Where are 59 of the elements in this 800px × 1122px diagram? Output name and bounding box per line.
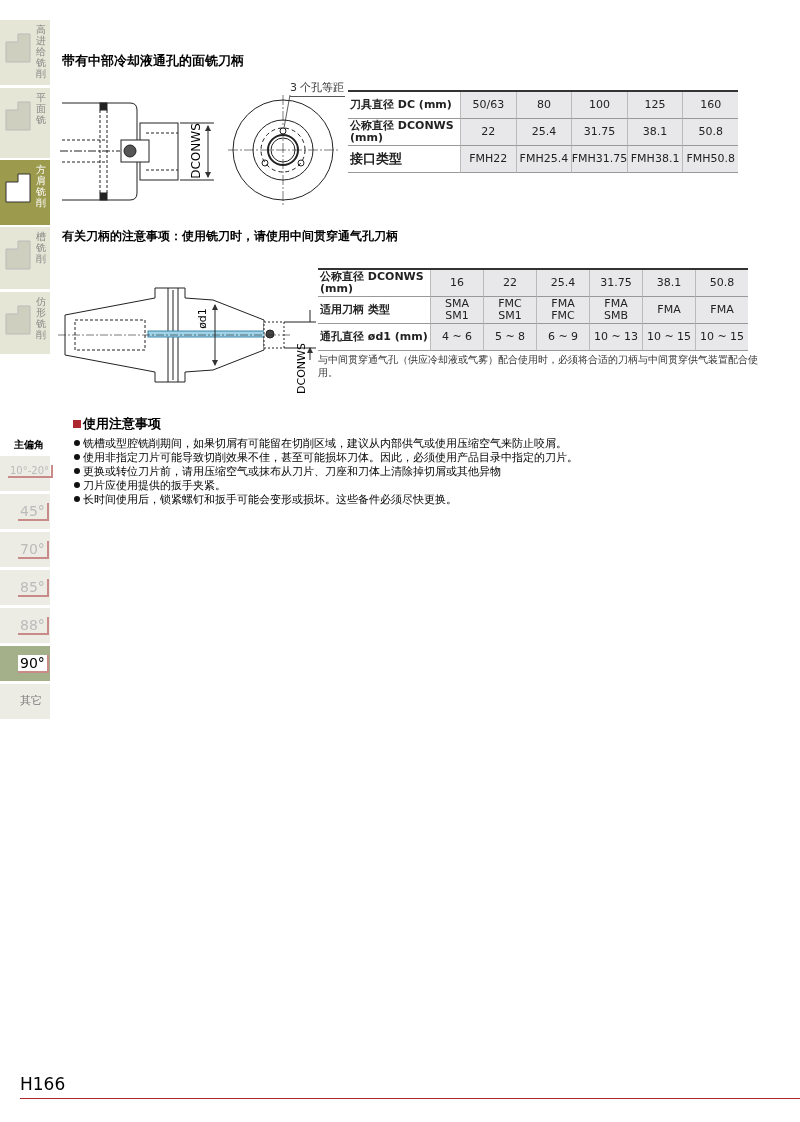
side-tab-label: 仿形铣削 <box>36 296 47 340</box>
table-cell: 160 <box>682 92 738 119</box>
table-cell: FMH50.8 <box>682 146 738 173</box>
table-cell: 50/63 <box>460 92 516 119</box>
page-number: H166 <box>20 1074 66 1094</box>
table-cell: FMC SM1 <box>483 297 536 324</box>
angle-tab-label: 其它 <box>19 693 43 708</box>
angle-tab-label: 90° <box>18 655 49 673</box>
section-heading: 使用注意事项 <box>83 415 161 433</box>
table-cell: 25.4 <box>515 119 572 146</box>
table-cell: FMH22 <box>460 146 516 173</box>
side-tab-label: 平面铣 <box>36 92 47 125</box>
table-cell: 5 ~ 8 <box>483 324 536 351</box>
side-tab-label: 高进给铣削 <box>36 24 47 79</box>
list-item: 长时间使用后，锁紧螺钉和扳手可能会变形或损坏。这些备件必须尽快更换。 <box>83 492 457 506</box>
dimension-label: ød1 <box>195 308 209 329</box>
table-cell: 25.4 <box>536 270 589 297</box>
table-cell: 38.1 <box>626 119 683 146</box>
table-cell: FMA SMB <box>589 297 642 324</box>
table-cell: 10 ~ 13 <box>589 324 642 351</box>
table-cell: 80 <box>515 92 572 119</box>
table-cell: 38.1 <box>642 270 695 297</box>
dimension-label: DCONWS <box>294 343 308 394</box>
table-cell: 50.8 <box>682 119 738 146</box>
table-cell: 31.75 <box>589 270 642 297</box>
table-cell: 10 ~ 15 <box>695 324 748 351</box>
section-title: 带有中部冷却液通孔的面铣刀柄 <box>62 52 244 70</box>
mounting-hole <box>279 127 287 135</box>
table-cell: 4 ~ 6 <box>430 324 483 351</box>
list-item: 使用非指定刀片可能导致切削效果不佳，甚至可能损坏刀体。因此，必须使用产品目录中指定的刀片。 <box>83 450 578 464</box>
note-text: 与中间贯穿通气孔（供应冷却液或气雾）配合使用时，必须将合适的刀柄与中间贯穿供气装置配合使用。 <box>318 353 758 379</box>
table-cell: 6 ~ 9 <box>536 324 589 351</box>
leader-line <box>283 94 291 129</box>
callout-text: 3 个孔等距 <box>290 80 345 97</box>
table-cell: 16 <box>430 270 483 297</box>
row-header: 公称直径 DCONWS (mm) <box>348 119 460 146</box>
table-cell: 22 <box>483 270 536 297</box>
table-cell: 50.8 <box>695 270 748 297</box>
sidebar-heading: 主偏角 <box>14 438 44 452</box>
table-cell: 125 <box>626 92 683 119</box>
table-cell: 31.75 <box>571 119 627 146</box>
table-cell: FMA FMC <box>536 297 589 324</box>
section-title: 有关刀柄的注意事项：使用铣刀时，请使用中间贯穿通气孔刀柄 <box>62 228 398 245</box>
table-cell: 22 <box>460 119 516 146</box>
list-item: 更换或转位刀片前，请用压缩空气或抹布从刀片、刀座和刀体上清除掉切屑或其他异物 <box>83 464 501 478</box>
table-cell: 100 <box>571 92 627 119</box>
list-item: 铣槽或型腔铣削期间，如果切屑有可能留在切削区域，建议从内部供气或使用压缩空气来防止咬屑。 <box>83 436 567 450</box>
table-cell: SMA SM1 <box>430 297 483 324</box>
row-header: 公称直径 DCONWS (mm) <box>318 270 430 297</box>
table-cell: 10 ~ 15 <box>642 324 695 351</box>
table-cell: FMH31.75 <box>571 146 627 173</box>
dimension-label: DCONWS <box>188 123 203 179</box>
table-cell: FMA <box>695 297 748 324</box>
side-tab-label: 槽铣削 <box>36 231 47 264</box>
side-tab-label: 方肩铣削 <box>36 164 47 208</box>
table-cell: FMH38.1 <box>626 146 683 173</box>
table-cell: FMA <box>642 297 695 324</box>
table-cell: FMH25.4 <box>515 146 572 173</box>
list-item: 刀片应使用提供的扳手夹紧。 <box>83 478 226 492</box>
